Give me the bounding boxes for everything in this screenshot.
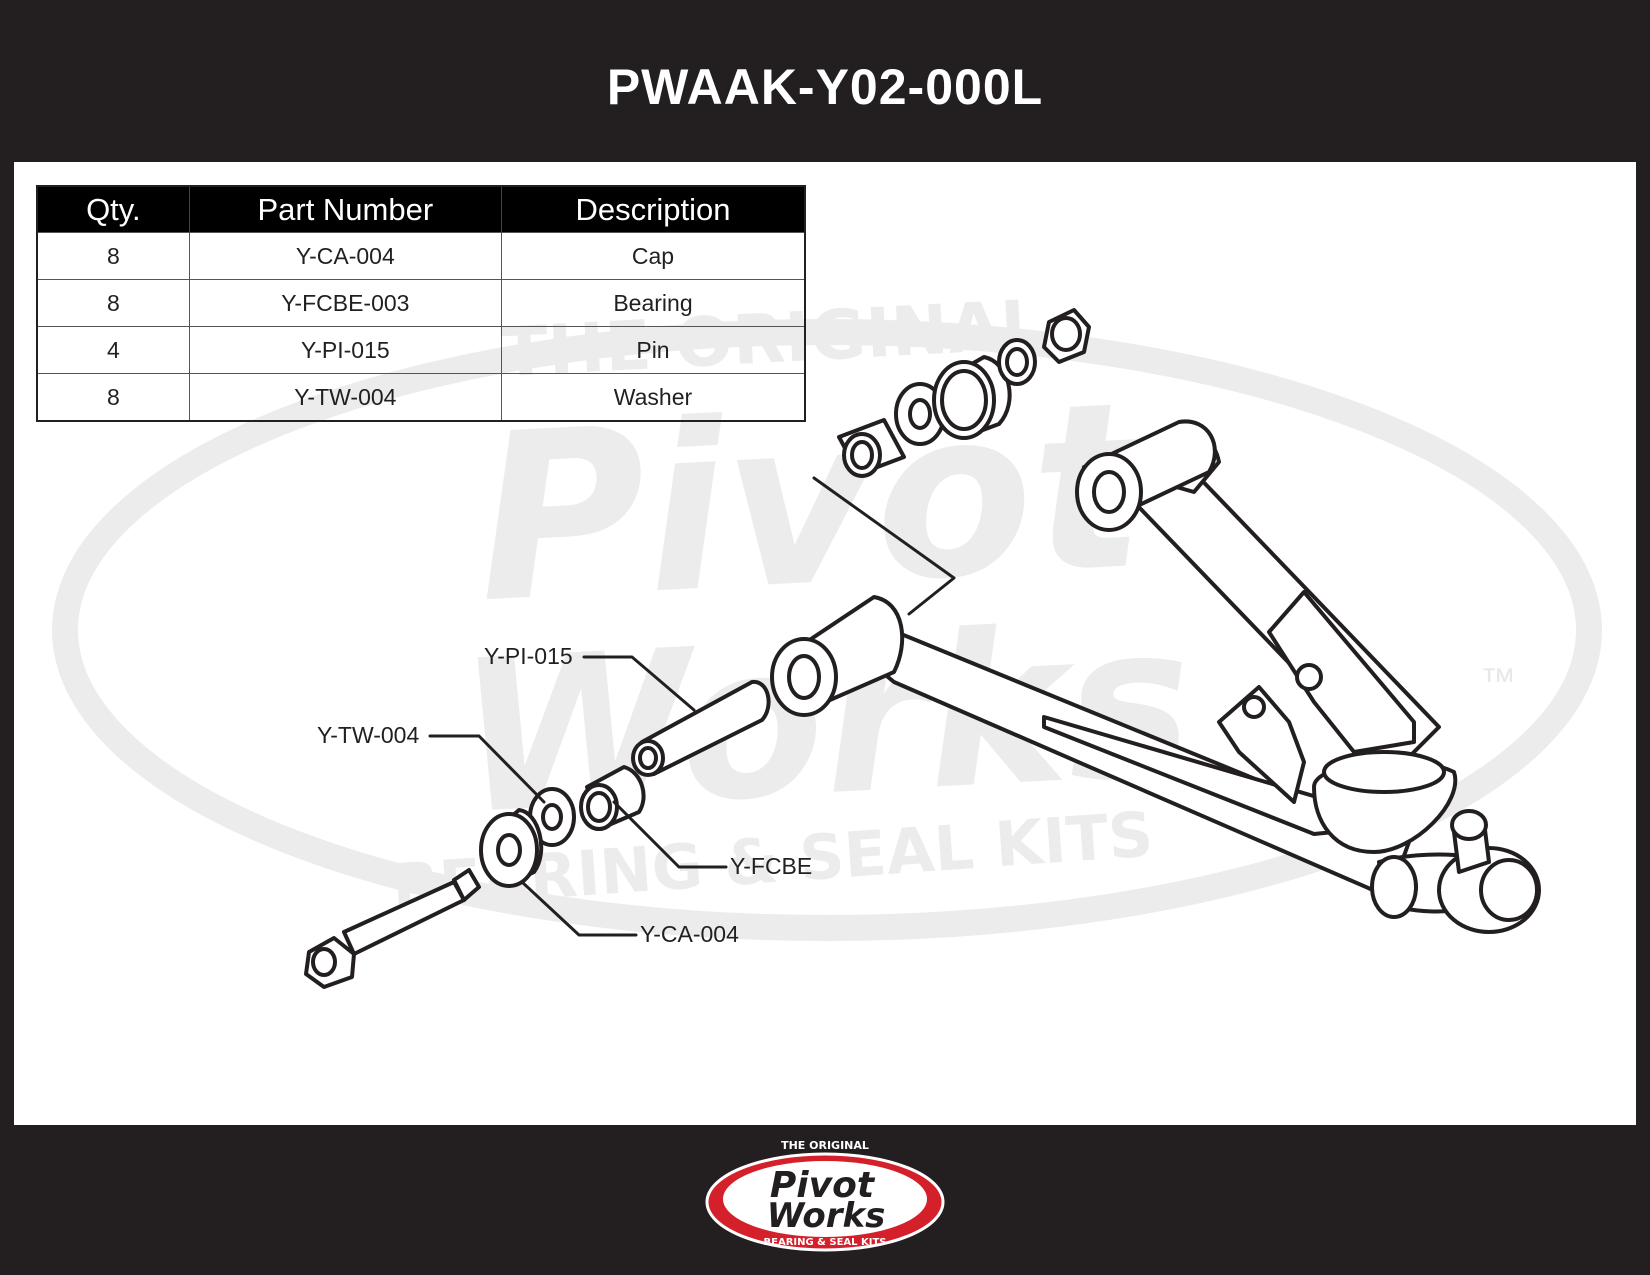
callout-leader-washer: [428, 734, 546, 804]
logo-works-text: Works: [767, 1196, 886, 1236]
bracket-hole: [1242, 695, 1266, 719]
header-qty: Qty.: [37, 186, 190, 233]
cell-description: Cap: [500, 232, 805, 280]
table-row: 8 Y-TW-004 Washer: [37, 373, 805, 421]
cell-part-number: Y-TW-004: [188, 373, 502, 421]
logo-bottom-text: BEARING & SEAL KITS: [764, 1237, 887, 1248]
header-part-number: Part Number: [188, 186, 502, 233]
cell-description: Washer: [500, 373, 805, 421]
nut: [1042, 308, 1091, 364]
page-title: PWAAK-Y02-000L: [606, 59, 1044, 115]
explode-guide-line: [812, 476, 956, 616]
bracket-hole: [1295, 663, 1323, 691]
bolt: [304, 868, 481, 989]
table-row: 8 Y-CA-004 Cap: [37, 232, 805, 280]
cell-qty: 8: [37, 373, 190, 421]
diagram-panel: THE ORIGINAL Pivot Works BEARING & SEAL …: [14, 162, 1636, 1125]
gusset-plate: [1042, 590, 1416, 836]
table-row: 4 Y-PI-015 Pin: [37, 326, 805, 374]
cell-qty: 4: [37, 326, 190, 374]
cap: [479, 808, 544, 888]
callout-bearing-label: Y-FCBE: [730, 853, 813, 879]
table-row: 8 Y-FCBE-003 Bearing: [37, 279, 805, 327]
upper-bearing: [837, 418, 906, 478]
callout-leader-cap: [520, 880, 638, 937]
pivot-works-logo: THE ORIGINAL Pivot Works BEARING & SEAL …: [705, 1139, 945, 1252]
logo-pivot-text: Pivot: [770, 1165, 876, 1206]
callout-washer-label: Y-TW-004: [317, 722, 420, 748]
cell-qty: 8: [37, 279, 190, 327]
upper-cap: [932, 355, 1012, 440]
a-arm-assembly-drawing: [304, 308, 1541, 989]
parts-table-header: Qty. Part Number Description: [37, 186, 805, 233]
parts-table: Qty. Part Number Description 8 Y-CA-004 …: [36, 185, 806, 422]
header-description: Description: [500, 186, 805, 233]
upper-washer-small: [997, 338, 1037, 386]
cell-part-number: Y-CA-004: [188, 232, 502, 280]
watermark-trademark: ™: [1480, 660, 1516, 701]
cell-part-number: Y-PI-015: [188, 326, 502, 374]
bearing: [579, 765, 646, 831]
callout-cap-label: Y-CA-004: [640, 921, 739, 947]
pin: [631, 680, 771, 777]
cell-part-number: Y-FCBE-003: [188, 279, 502, 327]
logo-top-text: THE ORIGINAL: [781, 1139, 869, 1152]
cell-description: Pin: [500, 326, 805, 374]
ball-joint-hub: [1312, 750, 1541, 934]
callout-pin-label: Y-PI-015: [484, 643, 573, 669]
cell-qty: 8: [37, 232, 190, 280]
callout-leader-pin: [582, 655, 696, 712]
front-bushing-boss: [770, 595, 905, 717]
rear-bushing-boss: [1075, 419, 1217, 532]
callout-leader-bearing: [612, 800, 728, 869]
cell-description: Bearing: [500, 279, 805, 327]
